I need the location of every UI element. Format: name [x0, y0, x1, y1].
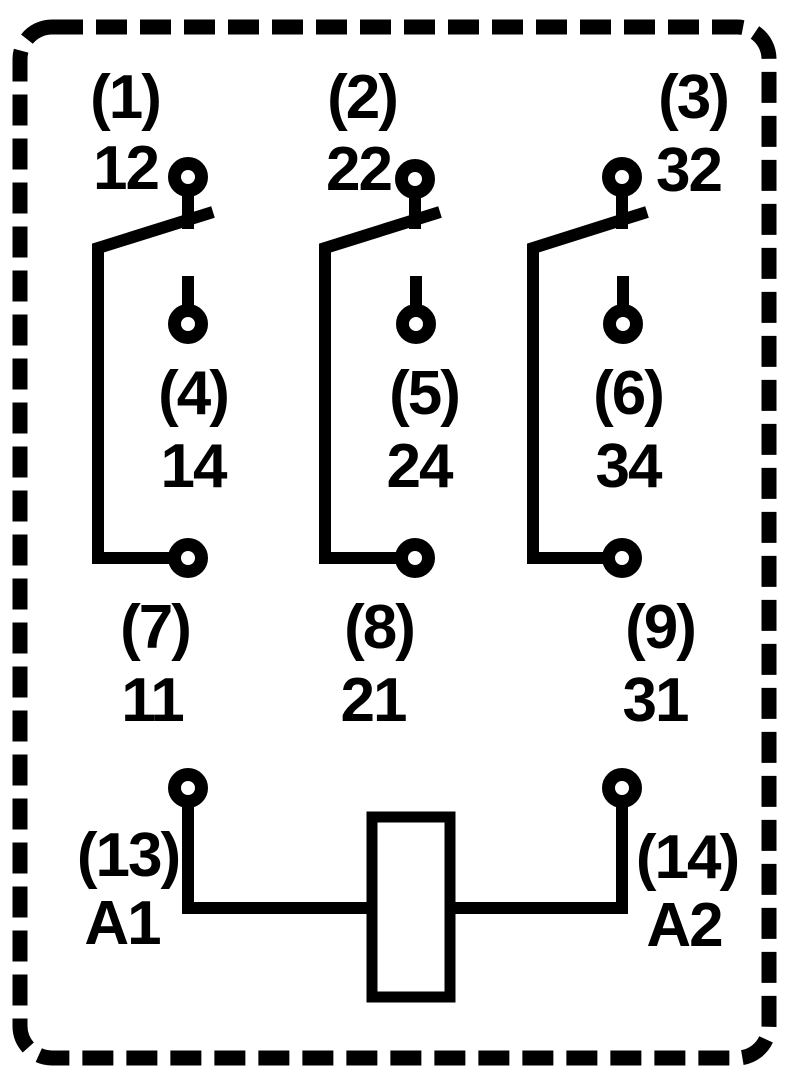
enclosure-dashed-border	[12, 19, 777, 1066]
pole-1-switch: (1) 12 (4) 14 (7) 11	[90, 63, 230, 735]
pole-2-switch: (2) 22 (5) 24 (8) 21	[319, 63, 461, 735]
pole-2-nc-number: 22	[326, 135, 391, 204]
pole-2-no-pin-label: (5)	[389, 359, 459, 428]
coil-a2-number: A2	[646, 891, 721, 960]
coil-a1-number: A1	[84, 889, 160, 958]
pole-3-blade-and-wire	[527, 206, 649, 564]
coil-a1-pin-label: (13)	[77, 821, 179, 890]
terminal-34-circle	[603, 304, 643, 344]
terminal-21-circle	[395, 538, 435, 578]
terminal-24-circle	[396, 304, 436, 344]
pole-2-no-number: 24	[387, 432, 454, 501]
terminal-32-circle	[602, 157, 642, 197]
pole-3-switch: (3) 32 (6) 34 (9) 31	[527, 63, 730, 735]
pole-3-nc-number: 32	[656, 136, 721, 205]
pole-1-blade-and-wire	[92, 206, 215, 564]
pole-1-no-number: 14	[161, 432, 228, 501]
terminal-31-circle	[602, 538, 642, 578]
coil-a1-wire	[182, 788, 372, 914]
pole-3-no-pin-label: (6)	[593, 359, 663, 428]
terminal-14-circle	[168, 304, 208, 344]
pole-1-com-number: 11	[121, 666, 183, 735]
pole-3-nc-pin-label: (3)	[658, 63, 728, 132]
pole-1-nc-number: 12	[93, 134, 158, 203]
terminal-12-circle	[168, 157, 208, 197]
pole-3-no-number: 34	[596, 432, 663, 501]
pole-2-com-number: 21	[341, 666, 406, 735]
pole-3-com-pin-label: (9)	[625, 593, 695, 662]
terminal-11-circle	[168, 538, 208, 578]
pole-2-blade-and-wire	[319, 206, 442, 564]
terminal-a1-circle	[168, 768, 208, 808]
pole-2-com-pin-label: (8)	[344, 593, 414, 662]
terminal-22-circle	[395, 159, 435, 199]
pole-1-com-pin-label: (7)	[120, 593, 190, 662]
pole-3-com-number: 31	[623, 666, 688, 735]
coil-body	[366, 811, 456, 1003]
terminal-a2-circle	[602, 768, 642, 808]
pole-1-no-pin-label: (4)	[158, 359, 228, 428]
coil-a2-wire	[450, 788, 628, 914]
pole-2-nc-pin-label: (2)	[327, 63, 397, 132]
coil-a2-pin-label: (14)	[636, 823, 738, 892]
pole-1-nc-pin-label: (1)	[90, 63, 160, 132]
relay-coil: (13) A1 (14) A2	[77, 768, 740, 1003]
